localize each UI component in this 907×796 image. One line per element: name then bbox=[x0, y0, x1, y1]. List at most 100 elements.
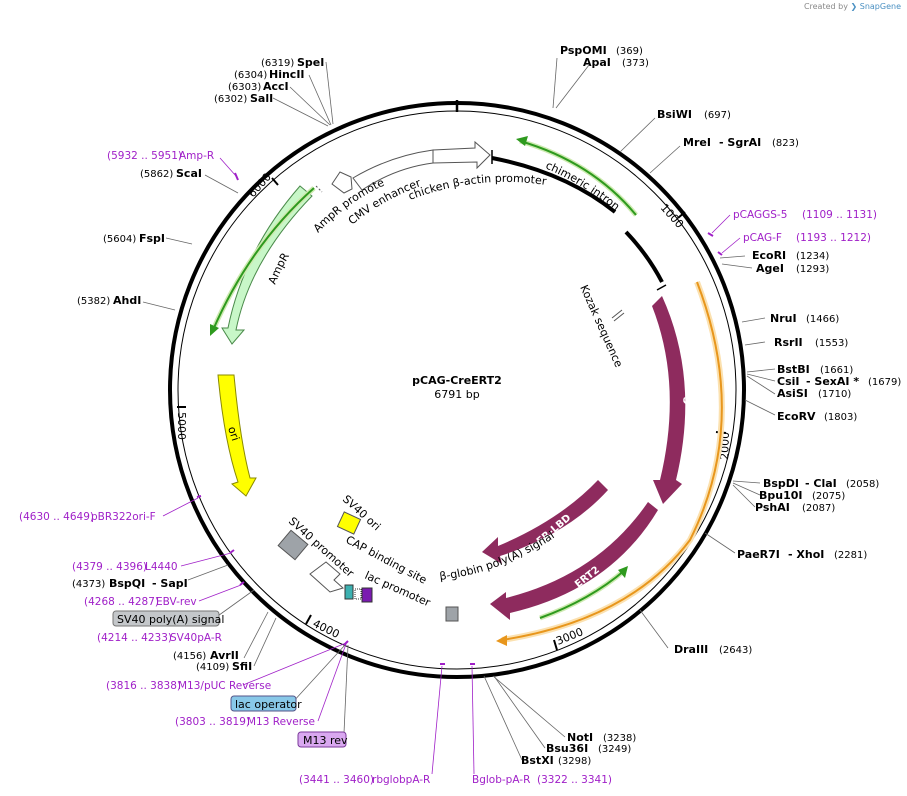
primer-leader-lines bbox=[162, 157, 741, 775]
site-sexai: - SexAI * bbox=[806, 375, 859, 388]
svg-text:(4630 .. 4649): (4630 .. 4649) bbox=[19, 511, 94, 523]
svg-text:(5382): (5382) bbox=[77, 296, 110, 307]
svg-text:(3322 .. 3341): (3322 .. 3341) bbox=[537, 774, 612, 786]
site-scai: ScaI bbox=[176, 167, 202, 180]
site-sfii: SfiI bbox=[232, 660, 252, 673]
svg-text:(1193 .. 1212): (1193 .. 1212) bbox=[796, 232, 871, 244]
site-acci: AccI bbox=[263, 80, 289, 93]
svg-text:(6319): (6319) bbox=[261, 58, 294, 69]
site-ecori: EcoRI bbox=[752, 249, 786, 262]
er-lbd-arrow bbox=[482, 480, 608, 564]
site-bstxi: BstXI bbox=[521, 754, 554, 767]
left-site-labels: (6319) SpeI (6304) HincII (6303) AccI (6… bbox=[72, 56, 324, 673]
site-sgrai: - SgrAI bbox=[719, 136, 761, 149]
chimeric-primer-arc bbox=[519, 140, 637, 216]
primer-ebv-rev: EBV-rev bbox=[156, 596, 197, 608]
cap-binding-box bbox=[344, 584, 354, 600]
sv40-polya-tag-label: SV40 poly(A) signal bbox=[117, 613, 224, 626]
site-bsu36i: Bsu36I bbox=[546, 742, 588, 755]
lac-operator-tag-label: lac operator bbox=[235, 698, 302, 711]
svg-text:(2281): (2281) bbox=[834, 550, 867, 561]
credit-brand: SnapGene bbox=[859, 2, 901, 11]
right-site-labels: PspOMI (369) ApaI (373) BsiWI (697) MreI… bbox=[521, 44, 901, 767]
svg-text:(4379 .. 4396): (4379 .. 4396) bbox=[72, 561, 147, 573]
ampr-label: AmpR bbox=[266, 250, 292, 286]
cre-arrow bbox=[652, 296, 686, 504]
globin-polya-box bbox=[445, 606, 459, 622]
svg-text:(4109): (4109) bbox=[196, 662, 229, 673]
lac-promoter-box bbox=[354, 588, 362, 600]
ampr-arrow bbox=[221, 185, 313, 345]
chimeric-intron-line bbox=[624, 230, 664, 283]
lac-operator-box bbox=[361, 587, 373, 603]
svg-text:(4373): (4373) bbox=[72, 579, 105, 590]
site-hincii: HincII bbox=[269, 68, 305, 81]
svg-text:(1679): (1679) bbox=[868, 377, 901, 388]
site-sapi: - SapI bbox=[152, 577, 188, 590]
intron-boundary-marker bbox=[656, 284, 667, 291]
chicken-actin-line bbox=[491, 156, 617, 214]
ampr-primer-head bbox=[210, 324, 219, 336]
svg-text:(4268 .. 4287): (4268 .. 4287) bbox=[84, 596, 159, 608]
sv40-promoter-arrow bbox=[309, 561, 344, 593]
ori-label: ori bbox=[225, 425, 242, 443]
svg-text:(2643): (2643) bbox=[719, 645, 752, 656]
primer-l4440: L4440 bbox=[145, 561, 178, 573]
tick-label-5000: 5000 bbox=[175, 412, 188, 440]
primer-pcag-f: pCAG-F bbox=[743, 232, 782, 244]
globin-polya-label: β-globin poly(A) signal bbox=[439, 529, 557, 583]
primer-bglob-pa-r: Bglob-pA-R bbox=[472, 774, 530, 786]
site-apai: ApaI bbox=[583, 56, 611, 69]
svg-text:(1553): (1553) bbox=[815, 338, 848, 349]
svg-text:(3249): (3249) bbox=[598, 744, 631, 755]
lac-operator-tag bbox=[230, 695, 297, 712]
site-avrii: AvrII bbox=[210, 649, 239, 662]
m13-rev-tag-label: M13 rev bbox=[303, 734, 348, 747]
site-paer7i: PaeR7I bbox=[737, 548, 780, 561]
ori-arrow bbox=[217, 374, 257, 497]
svg-text:(1710): (1710) bbox=[818, 389, 851, 400]
ert2-primer-arc bbox=[539, 569, 626, 619]
ampr-promoter-arrow bbox=[331, 171, 353, 194]
site-leader-lines bbox=[142, 57, 776, 761]
ert2-arrow bbox=[490, 502, 658, 620]
primer-m13-reverse: M13 Reverse bbox=[247, 716, 315, 728]
ampr-promoter-label: AmpR promoter bbox=[0, 0, 386, 235]
svg-text:(697): (697) bbox=[704, 110, 731, 121]
svg-text:(3238): (3238) bbox=[603, 733, 636, 744]
site-rsrii: RsrII bbox=[774, 336, 803, 349]
site-fspi: FspI bbox=[139, 232, 165, 245]
site-clai: - ClaI bbox=[805, 477, 837, 490]
site-ecorv: EcoRV bbox=[777, 410, 816, 423]
primer-rbglobpa-r: rbglobpA-R bbox=[372, 774, 430, 786]
snapgene-logo: ❯ SnapGene bbox=[850, 2, 902, 11]
orange-primer-arc bbox=[501, 281, 723, 641]
site-pspomi: PspOMI bbox=[560, 44, 607, 57]
svg-text:(5604): (5604) bbox=[103, 234, 136, 245]
svg-text:(2087): (2087) bbox=[802, 503, 835, 514]
primer-m13-puc-reverse: M13/pUC Reverse bbox=[178, 680, 271, 692]
svg-text:(1234): (1234) bbox=[796, 251, 829, 262]
feature-leader-lines bbox=[214, 589, 349, 734]
svg-text:(3816 .. 3838): (3816 .. 3838) bbox=[106, 680, 181, 692]
ampr-primer-arc bbox=[212, 187, 315, 331]
svg-text:(5862): (5862) bbox=[140, 169, 173, 180]
primer-labels: pCAGGS-5 (1109 .. 1131) pCAG-F (1193 .. … bbox=[19, 150, 877, 786]
svg-text:(4214 .. 4233): (4214 .. 4233) bbox=[97, 632, 172, 644]
svg-text:(6304): (6304) bbox=[234, 70, 267, 81]
sv40-ori-box bbox=[336, 511, 362, 535]
svg-text:(373): (373) bbox=[622, 58, 649, 69]
svg-text:(1293): (1293) bbox=[796, 264, 829, 275]
plasmid-name: pCAG-CreERT2 bbox=[412, 374, 502, 387]
site-pshai: PshAI bbox=[755, 501, 790, 514]
chimeric-primer-head bbox=[516, 136, 528, 146]
plasmid-size: 6791 bp bbox=[434, 388, 479, 401]
primer-pbr322ori-f: pBR322ori-F bbox=[91, 511, 156, 523]
svg-text:(3298): (3298) bbox=[558, 756, 591, 767]
primer-sv40pa-r: SV40pA-R bbox=[170, 632, 222, 644]
site-sali: SalI bbox=[250, 92, 273, 105]
svg-text:(5932 .. 5951): (5932 .. 5951) bbox=[107, 150, 182, 162]
sv40-polya-tag bbox=[112, 610, 220, 627]
site-spei: SpeI bbox=[297, 56, 324, 69]
ert2-primer-head bbox=[618, 566, 628, 578]
